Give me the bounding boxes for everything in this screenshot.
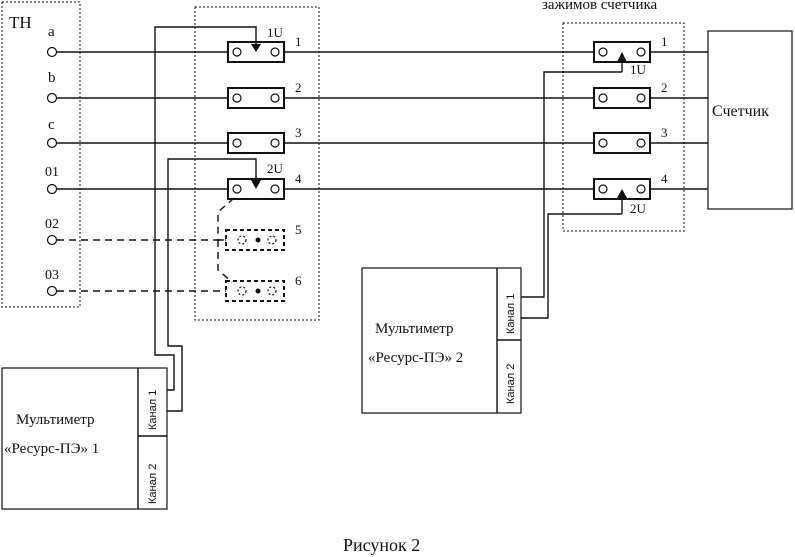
block1-number-4: 4 [295,171,302,186]
block2-switch-2 [593,87,651,109]
tn-terminal-02-label: 02 [45,217,59,232]
block1-marker-1u: 1U [267,25,284,40]
block2-number-1: 1 [661,34,668,49]
block2-number-3: 3 [661,125,668,140]
block2-switch-3 [593,132,651,154]
probe2-2u-arrow [617,189,627,198]
block1-number-6: 6 [295,273,302,288]
test-block-1 [194,6,320,321]
mm1-lead-1u [154,26,257,391]
block1-number-1: 1 [295,34,302,49]
tn-terminal-01 [46,183,58,195]
probe2-1u-arrow [617,52,627,62]
block2-marker-2u: 2U [630,201,647,216]
block1-switch-3 [227,132,285,154]
multimeter-2-line1: Мультиметр [375,321,454,337]
tn-terminal-03 [46,285,58,297]
tn-terminal-b-label: b [48,70,56,86]
block1-switch-2 [227,87,285,109]
tn-terminal-01-label: 01 [45,165,59,180]
block1-number-2: 2 [295,80,302,95]
tn-terminal-c [46,137,58,149]
tn-terminal-03-label: 03 [45,268,59,283]
dashed-link-4-5-6 [217,197,235,283]
figure-caption: Рисунок 2 [343,535,420,555]
meter-box [707,30,793,210]
multimeter-2-channel-2: Канал 2 [505,364,517,404]
multimeter-2-channel-1: Канал 1 [505,294,517,334]
multimeter-1-channel-1: Канал 1 [147,390,159,430]
multimeter-1-line2: «Ресурс-ПЭ» 1 [4,441,99,457]
multimeter-1 [1,367,168,510]
block1-switch-5 [225,229,285,251]
tn-label: ТН [9,13,32,32]
mm2-lead-1u [521,71,622,298]
block2-title-fragment: зажимов счетчика [542,0,658,13]
mm1-lead-2u [167,158,257,412]
multimeter-2-line2: «Ресурс-ПЭ» 2 [368,350,463,366]
tn-terminal-02 [46,234,58,246]
block2-number-2: 2 [661,80,668,95]
block2-number-4: 4 [661,171,668,186]
multimeter-1-line1: Мультиметр [16,412,95,428]
tn-terminal-a-label: a [48,24,55,40]
meter-label: Счетчик [712,103,769,120]
mm2-lead-2u [521,213,622,319]
tn-terminal-c-label: c [48,117,55,133]
block1-switch-6 [225,280,285,302]
tn-terminal-a [46,46,58,58]
probe-2u-arrow [251,180,261,189]
test-block-2 [562,22,685,232]
block2-marker-1u: 1U [630,62,647,77]
block1-marker-2u: 2U [267,161,284,176]
tn-block [1,1,81,308]
probe-1u-arrow [251,44,261,52]
multimeter-1-channel-2: Канал 2 [147,464,159,504]
block1-number-3: 3 [295,125,302,140]
block1-number-5: 5 [295,222,302,237]
tn-terminal-b [46,92,58,104]
